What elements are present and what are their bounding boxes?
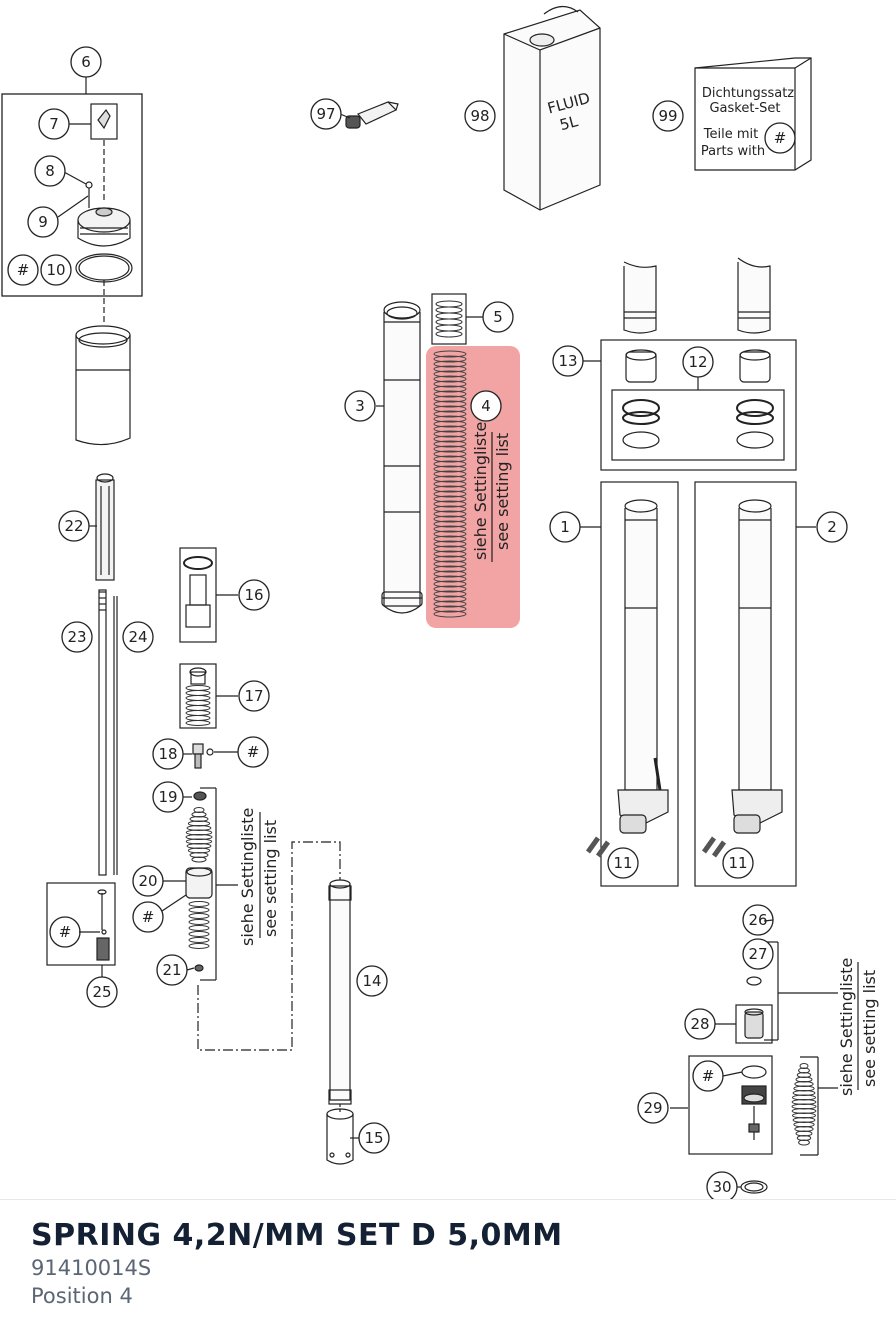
setting-note-en-1: see setting list — [493, 433, 512, 550]
callout-7: 7 — [49, 115, 59, 133]
part-title: SPRING 4,2N/MM SET D 5,0MM — [31, 1218, 563, 1253]
cartridge-cap-assembly[interactable] — [1, 75, 143, 325]
damper-rod-parts[interactable] — [95, 473, 118, 876]
setting-note-de-2: siehe Settingliste — [238, 808, 257, 946]
setting-note-en-3: see setting list — [860, 970, 879, 1087]
gasket-box-line-3: Teile mit — [703, 127, 758, 142]
callout-11-left: 11 — [613, 854, 632, 872]
callout-30: 30 — [712, 1178, 731, 1196]
callout-99: 99 — [658, 107, 677, 125]
check-valve-18[interactable] — [192, 743, 238, 769]
part-position: Position 4 — [31, 1284, 133, 1308]
shim-stack-19-21[interactable] — [185, 787, 238, 981]
callout-8: 8 — [45, 162, 55, 180]
callout-15: 15 — [364, 1129, 383, 1147]
callout-hash-18: # — [247, 743, 260, 761]
callout-23: 23 — [67, 628, 86, 646]
callout-18: 18 — [158, 745, 177, 763]
callout-22: 22 — [64, 517, 83, 535]
callout-hash-29: # — [702, 1067, 715, 1085]
callout-13: 13 — [558, 352, 577, 370]
callout-11-right: 11 — [728, 854, 747, 872]
fork-top-sleeves[interactable] — [623, 257, 771, 334]
callout-97: 97 — [316, 105, 335, 123]
callout-20: 20 — [138, 872, 157, 890]
callout-19: 19 — [158, 788, 177, 806]
callout-hash-10: # — [17, 261, 30, 279]
setting-note-de-1: siehe Settingliste — [471, 422, 490, 560]
grease-tube[interactable] — [345, 101, 399, 129]
callout-16: 16 — [244, 586, 263, 604]
callout-25: 25 — [92, 983, 111, 1001]
part-info-panel: SPRING 4,2N/MM SET D 5,0MM 91410014S Pos… — [0, 1199, 896, 1336]
callout-27: 27 — [748, 945, 767, 963]
callout-1: 1 — [560, 518, 570, 536]
callout-10: 10 — [46, 261, 65, 279]
fluid-can[interactable]: FLUID 5L — [503, 5, 601, 211]
callout-3: 3 — [355, 397, 365, 415]
spring-preload-spacer[interactable] — [431, 293, 467, 345]
base-valve-parts[interactable] — [670, 917, 838, 1194]
callout-hash-99: # — [774, 129, 787, 147]
gasket-box-line-4: Parts with — [701, 144, 765, 159]
callout-4: 4 — [481, 397, 491, 415]
callout-29: 29 — [643, 1099, 662, 1117]
setting-note-en-2: see setting list — [261, 820, 280, 937]
bushings-and-seals-box[interactable] — [583, 339, 797, 471]
gasket-box-line-1: Dichtungssatz — [702, 86, 794, 101]
callout-24: 24 — [128, 628, 147, 646]
callout-14: 14 — [362, 972, 381, 990]
part-number: 91410014S — [31, 1256, 152, 1280]
callout-6: 6 — [81, 53, 91, 71]
callout-5: 5 — [493, 308, 503, 326]
callout-hash-20: # — [142, 908, 155, 926]
exploded-parts-diagram: FLUID 5L Dichtungssatz Gasket-Set Teile … — [1, 5, 879, 1203]
callout-28: 28 — [690, 1015, 709, 1033]
cartridge-tube[interactable] — [328, 879, 352, 1105]
gasket-box-line-2: Gasket-Set — [709, 101, 780, 116]
fork-tube-top-sleeve[interactable] — [75, 325, 131, 446]
setting-note-spring: siehe Settingliste see setting list — [471, 422, 512, 562]
outer-tube[interactable] — [381, 301, 423, 614]
callout-98: 98 — [470, 107, 489, 125]
fluid-volume-label: 5L — [558, 112, 581, 134]
valve-spring-17[interactable] — [179, 663, 238, 729]
setting-note-base: siehe Settingliste see setting list — [837, 958, 879, 1096]
callout-26: 26 — [748, 911, 767, 929]
cartridge-end-sleeve[interactable] — [326, 1108, 354, 1165]
callout-17: 17 — [244, 687, 263, 705]
base-shim-stack[interactable] — [791, 1056, 838, 1156]
callout-9: 9 — [38, 213, 48, 231]
fork-leg-right[interactable] — [694, 481, 816, 887]
rod-end-valve-box[interactable] — [46, 882, 116, 978]
valve-stack-16[interactable] — [179, 547, 238, 643]
gasket-set-box[interactable]: Dichtungssatz Gasket-Set Teile mit Parts… — [694, 57, 812, 171]
callout-2: 2 — [827, 518, 837, 536]
setting-note-valves: siehe Settingliste see setting list — [238, 808, 280, 946]
callout-21: 21 — [162, 961, 181, 979]
setting-note-de-3: siehe Settingliste — [837, 958, 856, 1096]
fork-leg-left[interactable] — [580, 481, 679, 887]
callout-12: 12 — [688, 353, 707, 371]
callout-hash-25: # — [59, 923, 72, 941]
